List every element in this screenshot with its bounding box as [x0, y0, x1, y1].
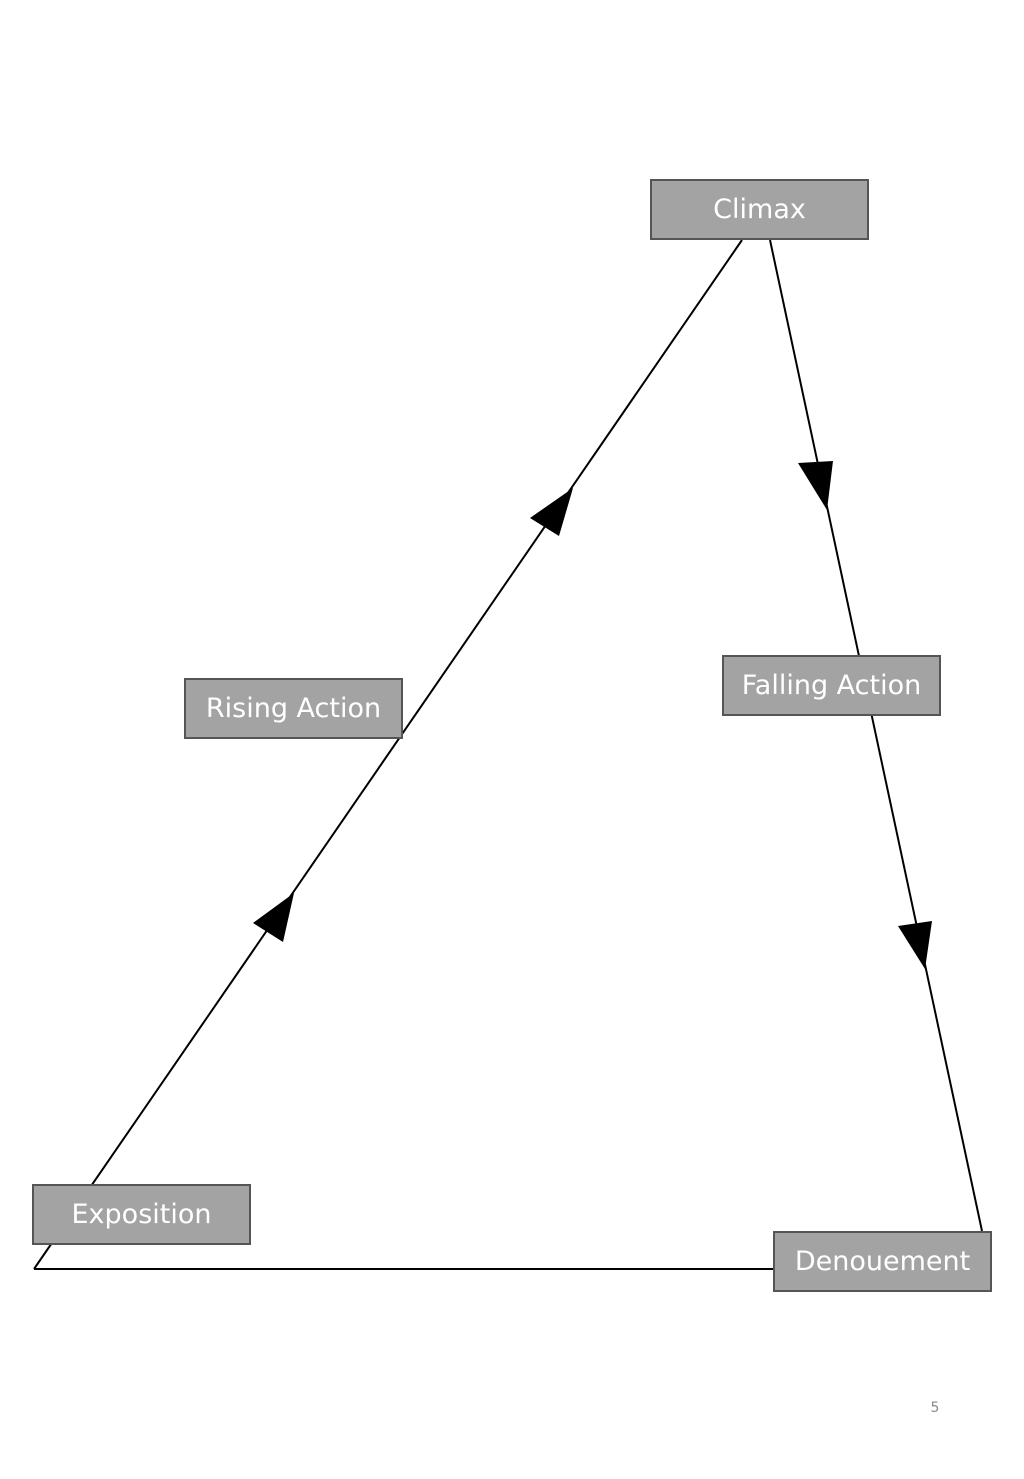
arrowhead-icon: [253, 893, 294, 942]
climax-label: Climax: [713, 194, 806, 225]
falling-action-label: Falling Action: [741, 670, 922, 701]
rising-action-node: Rising Action: [184, 678, 403, 739]
rising-action-label: Rising Action: [205, 693, 382, 724]
climax-node: Climax: [650, 179, 869, 240]
falling-action-node: Falling Action: [722, 655, 941, 716]
denouement-node: Denouement: [773, 1231, 992, 1292]
arrowhead-icon: [898, 921, 932, 969]
falling-action-line: [769, 239, 983, 1232]
rising-action-line: [33, 239, 743, 1270]
arrowhead-icon: [530, 488, 573, 536]
arrowhead-icon: [798, 461, 833, 510]
denouement-label: Denouement: [794, 1246, 971, 1277]
exposition-node: Exposition: [32, 1184, 251, 1245]
exposition-label: Exposition: [71, 1199, 212, 1230]
page-number: 5: [930, 1400, 940, 1416]
